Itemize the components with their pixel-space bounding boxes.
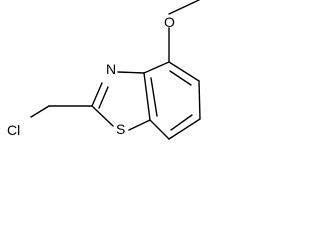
bond-c6-c7-inner	[170, 114, 193, 131]
sulfur-label: S	[116, 121, 125, 137]
oxygen-label: O	[164, 14, 175, 30]
bond-c3a-c7a-inner	[150, 77, 158, 117]
bond-c4-c5-inner	[169, 70, 192, 86]
chlorine-label: Cl	[7, 122, 20, 138]
bond-c7a-s1	[128, 119, 151, 131]
bond-c6-c7	[168, 118, 201, 140]
bond-o-ch3	[168, 0, 200, 15]
nitrogen-label: N	[106, 61, 116, 77]
bond-c2-n3-single	[91, 82, 103, 107]
bond-c3a-c7a	[143, 72, 151, 121]
bond-c2-n3-double	[98, 86, 109, 109]
benzothiazole-structure: Cl S N O	[7, 0, 201, 140]
bond-c5-c6	[198, 80, 201, 120]
bond-n3-c3a	[117, 71, 145, 74]
bond-s1-c2	[91, 105, 114, 127]
bond-c7-c7a	[149, 119, 170, 140]
bond-cl-ch2	[30, 105, 50, 118]
bond-c3a-c4	[143, 61, 170, 74]
bond-c4-c5	[168, 61, 200, 82]
